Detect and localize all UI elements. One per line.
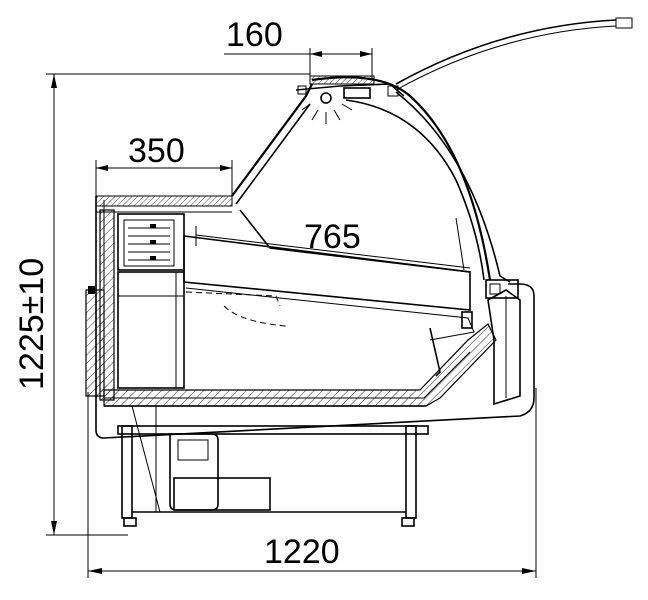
top-canopy-slab [309,75,375,85]
glass-length-label: 765 [304,218,361,256]
top-depth-dimension: 160 [224,16,373,80]
top-arrow-right [360,51,372,57]
width-arrow-right [522,568,536,574]
top-depth-label: 160 [226,16,283,54]
tray-dashed-outline [185,291,281,307]
raised-glass-lid [395,19,617,85]
display-tray [183,235,475,377]
front-glass-outer [395,91,511,283]
rear-storage-unit [117,213,185,389]
height-arrow-bottom [51,521,57,535]
light-fixture [320,92,332,104]
right-leg [405,425,417,519]
width-arrow-left [88,568,102,574]
shelf-depth-label: 350 [128,132,185,170]
light-rays [301,103,353,124]
glass-canopy [231,76,519,299]
right-foot [401,517,415,527]
shelf-depth-dimension: 350 [95,132,233,196]
rear-glass-lower [239,209,471,273]
condenser-box [173,477,271,511]
shelf-arrow-right [220,165,232,171]
rear-work-shelf [95,195,233,213]
light-housing [343,87,371,99]
top-arrow-left [310,51,322,57]
compressor-unit [169,433,219,511]
rear-shelf-slab [95,195,233,207]
glass-support-rod [455,217,465,271]
top-bracket-right [387,85,399,97]
rear-glass-inner [235,103,311,205]
cross-brace [131,405,161,513]
cabinet-body [85,196,535,439]
front-lower-panel [487,289,521,406]
glass-dimension-line [195,234,471,269]
cabinet-outline [95,196,535,439]
compressor-top [177,439,209,461]
rear-storage-box [117,271,185,389]
front-glass-inner [345,99,485,281]
width-dimension-label: 1220 [264,533,340,571]
rear-wall-insulation [99,209,115,401]
raised-glass-lid-inner [395,25,617,91]
cabinet-base [104,405,429,527]
control-panel-vents [128,224,170,261]
base-frame-rail [117,425,429,435]
glass-length-dimension: 765 [195,218,471,269]
control-panel-inner [123,219,175,267]
tray-dashed-curve [223,305,287,327]
tray-clip [461,311,473,329]
height-dimension-label: 1225±10 [13,258,51,390]
top-canopy [295,17,633,124]
hinge-detail [489,283,501,295]
height-arrow-top [51,74,57,88]
shelf-arrow-left [96,165,108,171]
left-wall-marker [88,286,95,294]
tray-lower-edge [185,287,475,341]
tray-support [429,327,441,377]
width-dimension: 1220 [87,388,537,578]
height-dimension: 1225±10 [13,73,310,536]
lid-handle [615,17,633,29]
glass-hinge-front [485,279,519,299]
rear-glass-frame [231,83,313,197]
left-foot [123,517,137,527]
left-leg [121,425,133,519]
floor-insulation [103,323,497,407]
top-bracket-left [297,85,307,95]
